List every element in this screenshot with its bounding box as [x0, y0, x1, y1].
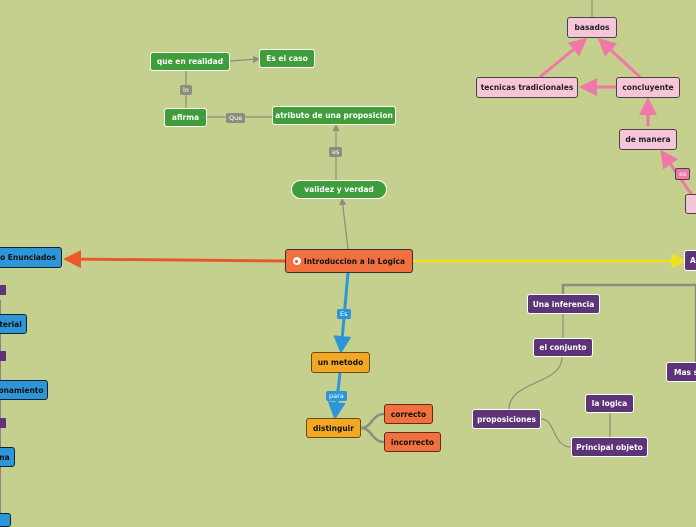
- node-o-enunciados[interactable]: o Enunciados: [0, 247, 62, 268]
- main-topic-label: Introduccion a la Logica: [303, 256, 406, 266]
- node-afirma[interactable]: afirma: [164, 108, 207, 127]
- node-main-topic[interactable]: Introduccion a la Logica: [285, 249, 413, 273]
- connector-tag: [0, 418, 6, 428]
- label-para: para: [326, 391, 347, 401]
- node-incorrecto[interactable]: incorrecto: [384, 432, 441, 452]
- node-distinguir[interactable]: distinguir: [306, 418, 361, 438]
- node-onamiento[interactable]: onamiento: [0, 380, 48, 400]
- node-una-inferencia[interactable]: Una inferencia: [527, 294, 600, 314]
- node-basados[interactable]: basados: [567, 17, 617, 38]
- node-el-conjunto[interactable]: el conjunto: [533, 338, 593, 357]
- node-es-el-caso[interactable]: Es el caso: [259, 49, 315, 68]
- label-es-main: Es: [337, 309, 351, 319]
- node-correcto[interactable]: correcto: [384, 404, 433, 424]
- label-es: es: [329, 147, 343, 157]
- node-que-en-realidad[interactable]: que en realidad: [150, 52, 230, 71]
- label-es-pink: es: [675, 168, 691, 180]
- node-validez-y-verdad[interactable]: validez y verdad: [291, 180, 387, 199]
- node-proposiciones[interactable]: proposiciones: [472, 409, 541, 429]
- node-principal-objeto[interactable]: Principal objeto: [571, 437, 648, 457]
- connector-tag: [0, 351, 6, 361]
- node-la-logica[interactable]: la logica: [585, 394, 634, 413]
- node-mas-s[interactable]: Mas s: [666, 362, 696, 382]
- node-a-right[interactable]: A: [684, 250, 696, 271]
- node-partial-bottom-left[interactable]: [0, 513, 11, 527]
- label-lo: lo: [180, 85, 192, 95]
- node-terial[interactable]: terial: [0, 314, 27, 334]
- node-un-metodo[interactable]: un metodo: [311, 352, 370, 373]
- node-atributo-de-una-proposicion[interactable]: atributo de una proposicion: [272, 106, 396, 125]
- node-na[interactable]: na: [0, 447, 15, 467]
- node-partial-right-pink[interactable]: [685, 194, 696, 214]
- flower-icon: [292, 257, 301, 265]
- node-concluyente[interactable]: concluyente: [616, 77, 680, 98]
- connector-tag: [0, 285, 6, 295]
- label-que: Que: [226, 113, 246, 123]
- node-de-manera[interactable]: de manera: [619, 129, 677, 150]
- node-tecnicas-tradicionales[interactable]: tecnicas tradicionales: [476, 77, 578, 98]
